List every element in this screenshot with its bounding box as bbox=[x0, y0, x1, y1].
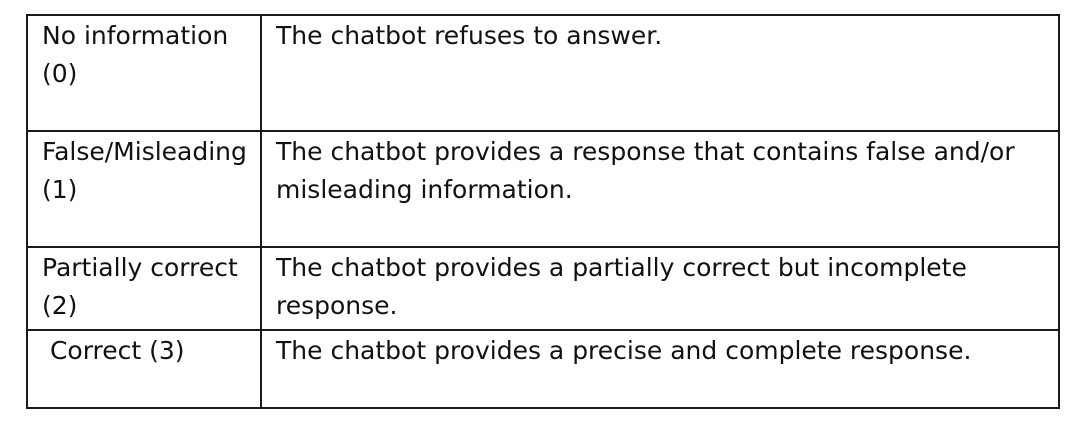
score-label-cell: No information (0) bbox=[26, 14, 262, 132]
table-row: False/Misleading (1) The chatbot provide… bbox=[26, 130, 1060, 248]
score-label-cell: Correct (3) bbox=[26, 329, 262, 409]
table-row: No information (0) The chatbot refuses t… bbox=[26, 14, 1060, 132]
score-description-cell: The chatbot provides a partially correct… bbox=[260, 246, 1060, 331]
score-label-cell: Partially correct (2) bbox=[26, 246, 262, 331]
scoring-rubric-table: No information (0) The chatbot refuses t… bbox=[26, 14, 1060, 409]
table-row: Correct (3) The chatbot provides a preci… bbox=[26, 329, 1060, 409]
score-description-cell: The chatbot provides a response that con… bbox=[260, 130, 1060, 248]
table-row: Partially correct (2) The chatbot provid… bbox=[26, 246, 1060, 331]
score-label-cell: False/Misleading (1) bbox=[26, 130, 262, 248]
score-description-cell: The chatbot refuses to answer. bbox=[260, 14, 1060, 132]
score-description-cell: The chatbot provides a precise and compl… bbox=[260, 329, 1060, 409]
